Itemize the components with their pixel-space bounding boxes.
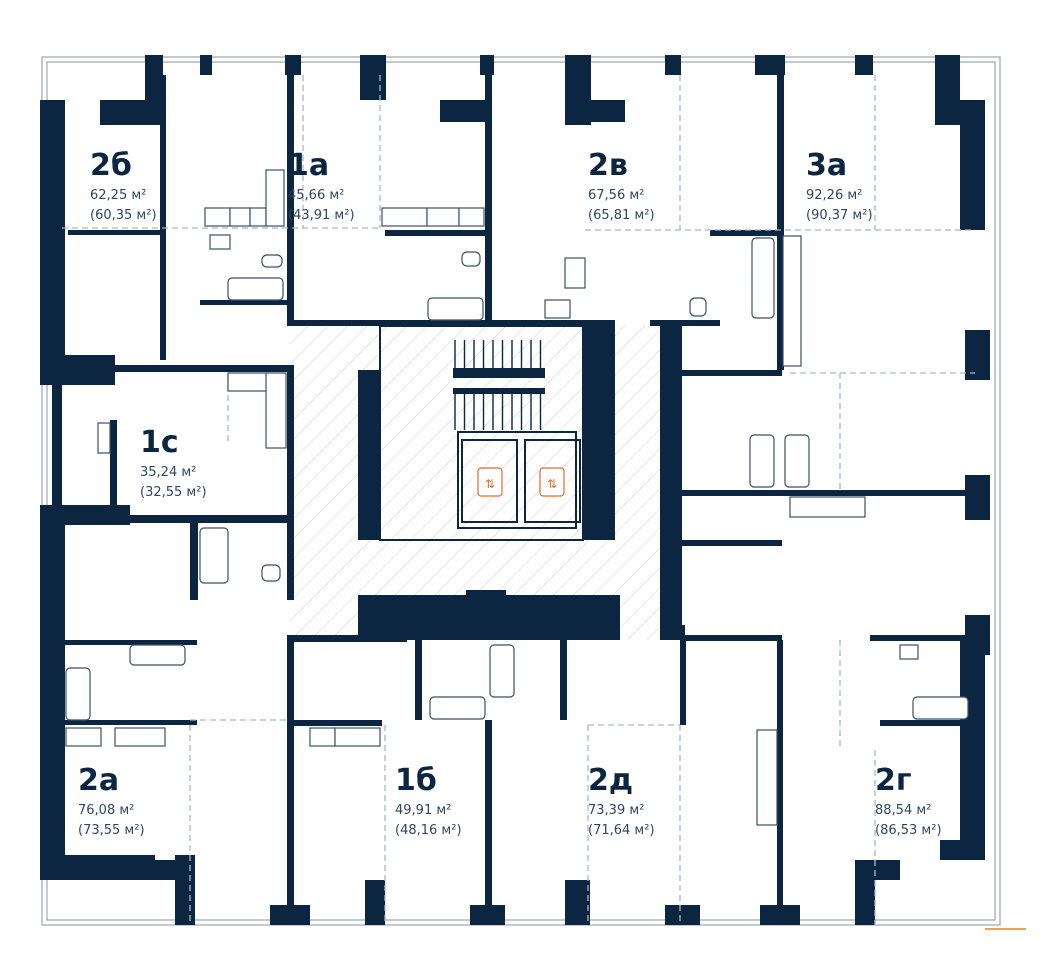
unit-code: 1с <box>140 425 179 460</box>
stove-icon <box>426 207 460 227</box>
unit-area: 88,54 м² <box>875 803 931 818</box>
unit-labels: 2б 62,25 м² (60,35 м²) 1а 45,66 м² (43,91 м²)… <box>78 148 942 838</box>
unit-code: 1а <box>288 148 329 183</box>
sink-icon <box>458 207 485 227</box>
unit-area: 92,26 м² <box>806 188 862 203</box>
washbasin-icon <box>899 644 919 660</box>
bathtub-icon <box>199 527 229 584</box>
unit-code: 2в <box>588 148 628 183</box>
unit-area: 73,39 м² <box>588 803 644 818</box>
elevator-icon: ⇅ <box>547 477 557 491</box>
bathtub-icon <box>429 696 486 720</box>
unit-code: 1б <box>395 763 437 798</box>
elevator-icon: ⇅ <box>485 477 495 491</box>
sink-icon <box>544 299 571 319</box>
bathtub-icon <box>784 434 810 488</box>
stove-icon <box>114 727 166 747</box>
kitchen-counter <box>782 235 802 367</box>
stove-icon <box>334 727 381 747</box>
bathtub-icon <box>427 297 484 321</box>
unit-area-net: (86,53 м²) <box>875 823 942 838</box>
fixtures <box>65 169 969 826</box>
unit-area: 45,66 м² <box>288 188 344 203</box>
elevator-icon <box>477 467 503 497</box>
unit-area-net: (90,37 м²) <box>806 208 873 223</box>
unit-area-net: (48,16 м²) <box>395 823 462 838</box>
toilet-icon <box>461 251 481 267</box>
bathtub-icon <box>749 434 775 488</box>
unit-code: 2д <box>588 763 633 798</box>
unit-area: 49,91 м² <box>395 803 451 818</box>
toilet-icon <box>261 564 281 582</box>
unit-area-net: (71,64 м²) <box>588 823 655 838</box>
elevators: ⇅ ⇅ <box>461 439 581 523</box>
elevator-icon <box>539 467 565 497</box>
toilet-icon <box>261 254 283 268</box>
unit-area-net: (60,35 м²) <box>90 208 157 223</box>
kitchen-counter <box>756 729 778 826</box>
unit-area: 62,25 м² <box>90 188 146 203</box>
unit-area-net: (73,55 м²) <box>78 823 145 838</box>
unit-code: 3а <box>806 148 847 183</box>
unit-area: 76,08 м² <box>78 803 134 818</box>
kitchen-counter <box>789 496 866 518</box>
zone-dividers <box>62 75 975 925</box>
bathtub-icon <box>489 644 515 698</box>
sink-icon <box>309 727 336 747</box>
bathtub-icon <box>129 644 186 666</box>
staircase <box>379 325 584 541</box>
bathtub-icon <box>912 696 969 720</box>
washbasin-icon <box>209 234 231 250</box>
kitchen-counter <box>204 207 231 227</box>
unit-area: 35,24 м² <box>140 465 196 480</box>
unit-area-net: (43,91 м²) <box>288 208 355 223</box>
exterior-piers <box>40 55 990 925</box>
outer-contour <box>41 56 1001 926</box>
interior-walls <box>52 75 982 925</box>
bathtub-icon <box>65 667 91 721</box>
unit-area: 67,56 м² <box>588 188 644 203</box>
toilet-icon <box>689 297 707 317</box>
unit-area-net: (32,55 м²) <box>140 485 207 500</box>
stove-icon <box>229 207 251 227</box>
unit-code: 2г <box>875 763 912 798</box>
bathtub-icon <box>227 277 284 301</box>
sink-icon <box>249 207 267 227</box>
unit-area-net: (65,81 м²) <box>588 208 655 223</box>
kitchen-counter <box>265 372 287 449</box>
unit-code: 2а <box>78 763 119 798</box>
bathtub-icon <box>751 237 775 319</box>
unit-code: 2б <box>90 148 132 183</box>
stove-icon <box>564 257 586 289</box>
